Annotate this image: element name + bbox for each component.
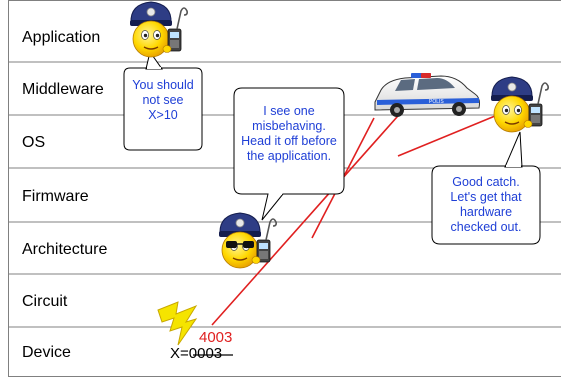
layer-label-device: Device [22,344,71,361]
bubble-text-right: Good catch. Let's get that hardware chec… [450,175,522,234]
device-value-label: X=0003 [170,345,222,362]
bubble-text-top: You should not see X>10 [132,78,194,122]
new-value: 4003 [199,329,233,346]
layer-label-firmware: Firmware [22,188,89,205]
lightning-bolt-icon [157,301,198,346]
layer-separators [8,0,561,377]
bubble-text-middle: I see one misbehaving. Head it off befor… [241,104,337,163]
police-officer-icon [490,76,550,133]
police-car-icon: POLIS [374,73,480,117]
layer-label-middleware: Middleware [22,81,104,98]
layer-label-circuit: Circuit [22,293,68,310]
speech-bubble-middle [233,87,345,221]
police-officer-icon [129,1,188,58]
layer-label-application: Application [22,29,101,46]
layer-label-architecture: Architecture [22,241,108,258]
svg-text:POLIS: POLIS [429,99,444,105]
layer-label-os: OS [22,134,46,151]
device-variable: X= [170,345,189,362]
police-officer-sunglasses-icon [218,212,278,269]
old-value: 0003 [188,345,223,362]
